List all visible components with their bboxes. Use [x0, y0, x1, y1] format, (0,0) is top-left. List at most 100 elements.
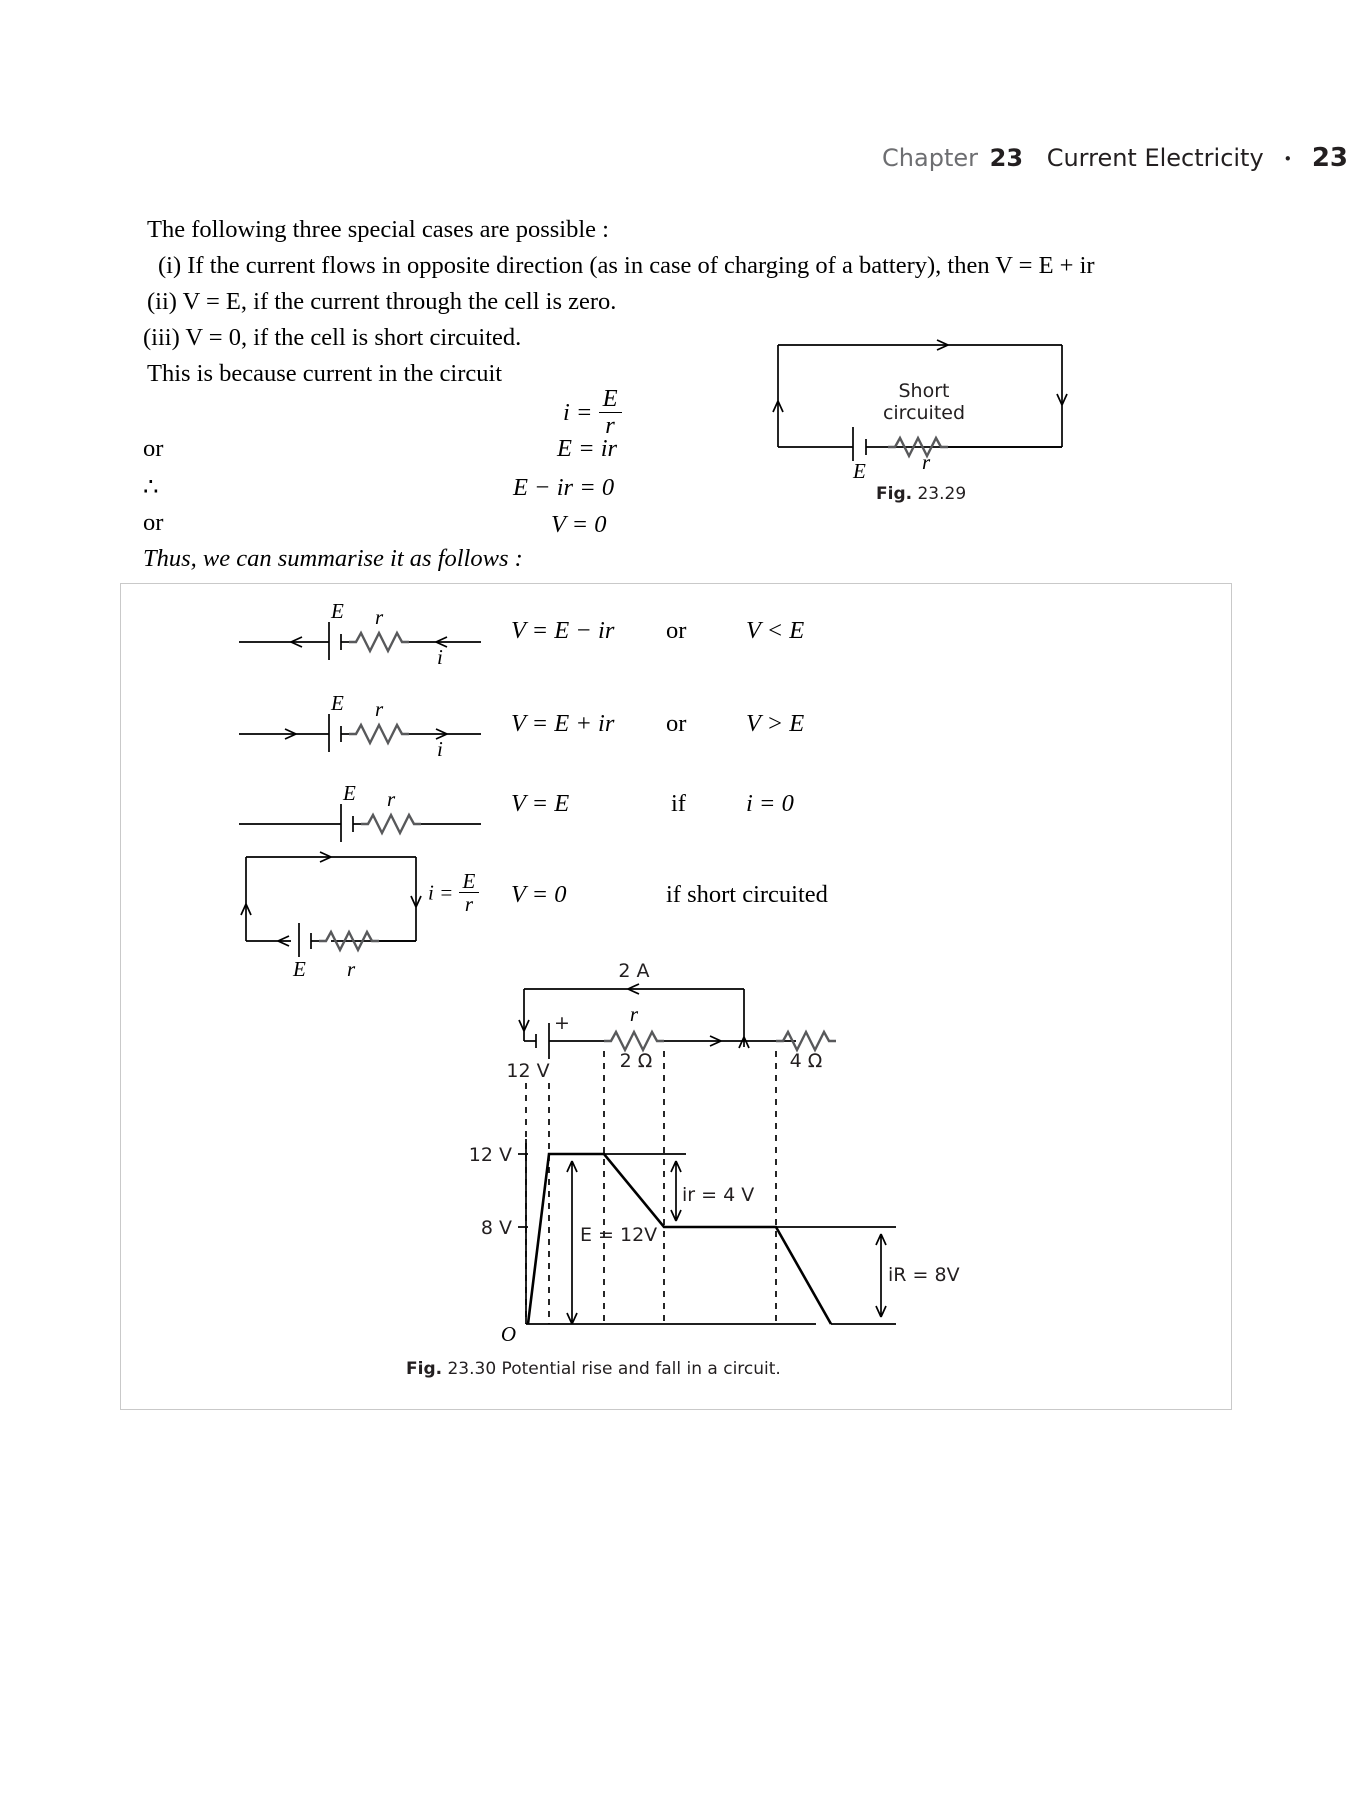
f30-mid-arrow-icon — [709, 1035, 722, 1047]
f30-external-resistor-zigzag — [776, 1029, 836, 1053]
f30-iR-arrow-icon — [875, 1233, 887, 1318]
row4-current-expression: i = E r — [428, 869, 480, 917]
f30-emf-annotation: E = 12V — [580, 1224, 657, 1246]
row1-resistance-label: r — [375, 605, 384, 629]
f30-left-arrow-icon — [518, 1019, 530, 1032]
row4-arrow-top-icon — [319, 851, 332, 863]
arrow-left-icon — [772, 400, 784, 413]
row3-connector: if — [671, 790, 686, 817]
fraction-denominator: r — [598, 411, 622, 439]
row4-current-denominator: r — [458, 892, 480, 915]
row1-resistor-zigzag — [349, 630, 409, 654]
row2-current-arrow-icon — [284, 728, 297, 740]
fraction-e-over-r: E r — [598, 385, 622, 439]
row1-current-label: i — [437, 645, 443, 669]
header-chapter-number: 23 — [989, 144, 1024, 172]
equation-v-equals-zero: V = 0 — [551, 511, 607, 538]
or-label-1: or — [143, 435, 164, 462]
row3-resistor-zigzag — [361, 812, 421, 836]
header-chapter-title: Current Electricity — [1046, 144, 1264, 172]
row1-equation: V = E − ir — [511, 617, 615, 644]
row4-arrow-left-icon — [240, 903, 252, 916]
f30-axis-label-8v: 8 V — [481, 1217, 512, 1239]
header-page-number: 23 — [1311, 143, 1348, 173]
f30-battery-polarity: + — [554, 1012, 570, 1034]
arrow-top-icon — [936, 339, 949, 351]
f30-ir-arrow-icon — [670, 1160, 682, 1222]
intro-line: The following three special cases are po… — [147, 216, 609, 243]
emf-label: E — [852, 459, 866, 483]
row4-current-numerator: E — [462, 869, 476, 893]
row1-emf-label: E — [330, 599, 344, 623]
row2-resistance-label: r — [375, 697, 384, 721]
row2-condition: V > E — [746, 710, 805, 737]
summarise-line: Thus, we can summarise it as follows : — [143, 545, 523, 572]
figure-23-29: E r Short circuited — [770, 335, 1070, 500]
short-circuited-label-line2: circuited — [883, 402, 965, 424]
row4-current-fraction: E r — [458, 869, 480, 915]
f30-caption-rest: 23.30 Potential rise and fall in a circu… — [447, 1359, 781, 1379]
figure-23-30-diagram: 2 A + 12 V r 2 Ω 4 Ω — [469, 960, 960, 1346]
row4-arrow-bottom-icon — [277, 935, 290, 947]
row3-condition: i = 0 — [746, 790, 794, 817]
row3-equation: V = E — [511, 790, 570, 817]
caption-label-rest: 23.29 — [917, 484, 967, 504]
row4-resistor-zigzag — [319, 929, 379, 953]
row2-current-label: i — [437, 737, 443, 761]
f30-external-r-value: 4 Ω — [790, 1050, 823, 1072]
f30-internal-r-symbol: r — [630, 1002, 639, 1026]
equation-e-equals-ir: E = ir — [557, 435, 618, 462]
f30-emf-arrow-icon — [566, 1160, 578, 1325]
resistor-zigzag — [888, 435, 948, 459]
row3-emf-label: E — [342, 781, 356, 805]
f30-ir-annotation: ir = 4 V — [682, 1184, 754, 1206]
case-iii-line: (iii) V = 0, if the cell is short circui… — [143, 324, 522, 351]
equation-i-lhs: i = — [563, 398, 593, 426]
case-i-line: (i) If the current flows in opposite dir… — [158, 252, 1095, 279]
figure-23-30-caption: Fig. 23.30 Potential rise and fall in a … — [406, 1359, 781, 1379]
row2-emf-label: E — [330, 691, 344, 715]
f30-internal-r-value: 2 Ω — [620, 1050, 653, 1072]
because-line: This is because current in the circuit — [147, 360, 503, 387]
row2-equation: V = E + ir — [511, 710, 615, 737]
row2-resistor-zigzag — [349, 722, 409, 746]
summary-row-1-circuit: E r i — [239, 599, 481, 669]
row4-current-lhs: i = — [428, 880, 454, 905]
page-header: Chapter 23 Current Electricity • 23 — [0, 143, 1350, 173]
f30-current-label: 2 A — [618, 960, 649, 982]
row4-resistance-label: r — [347, 957, 356, 981]
short-circuit-diagram: E r Short circuited — [772, 339, 1068, 483]
short-circuited-label-line1: Short — [899, 380, 950, 402]
f30-internal-resistor-zigzag — [604, 1029, 664, 1053]
row4-arrow-right-icon — [410, 895, 422, 908]
row1-current-arrow-icon — [290, 636, 303, 648]
or-label-2: or — [143, 509, 164, 536]
header-chapter-word: Chapter — [882, 144, 978, 172]
header-bullet-icon: • — [1283, 150, 1293, 168]
summary-box: E r i V = E − ir or V < E E r i V = E + … — [120, 583, 1232, 1410]
f30-top-current-arrow-icon — [627, 983, 640, 995]
row4-equation: V = 0 — [511, 881, 567, 908]
row1-connector: or — [666, 617, 687, 644]
summary-row-3-circuit: E r — [239, 781, 481, 842]
therefore-symbol: ∴ — [143, 474, 159, 501]
equation-i-equals-e-over-r: i = E r — [563, 385, 622, 440]
summary-row-4-circuit: E r — [240, 851, 422, 981]
f30-origin-label: O — [501, 1322, 516, 1346]
f30-iR-annotation: iR = 8V — [888, 1264, 960, 1286]
figure-23-29-caption: Fig. 23.29 — [876, 484, 966, 504]
row4-emf-label: E — [292, 957, 306, 981]
row2-connector: or — [666, 710, 687, 737]
row4-condition: if short circuited — [666, 881, 828, 908]
row2-arrow2-icon — [435, 728, 448, 740]
f30-caption-bold: Fig. — [406, 1359, 443, 1379]
summary-row-2-circuit: E r i — [239, 691, 481, 761]
fraction-numerator: E — [602, 385, 618, 412]
f30-potential-curve — [526, 1152, 833, 1325]
arrow-right-icon — [1056, 393, 1068, 406]
f30-battery-label: 12 V — [506, 1060, 549, 1082]
row1-arrow2-icon — [435, 636, 448, 648]
case-ii-line: (ii) V = E, if the current through the c… — [147, 288, 617, 315]
resistance-label: r — [922, 450, 931, 474]
